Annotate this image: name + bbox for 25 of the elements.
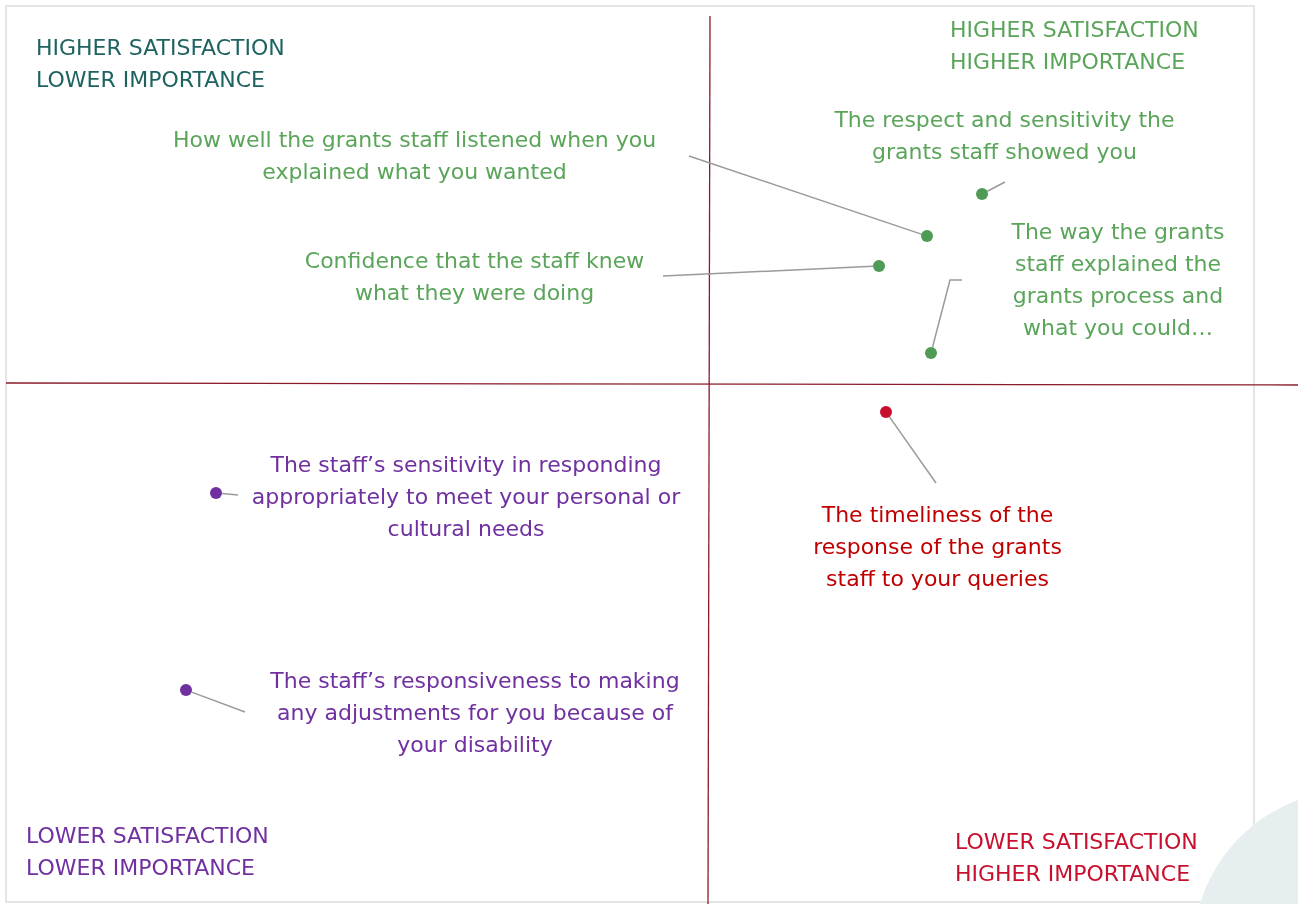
data-point: [180, 684, 192, 696]
data-point: [976, 188, 988, 200]
quadrant-label: HIGHER SATISFACTION LOWER IMPORTANCE: [36, 34, 286, 94]
point-label: The timeliness of the response of the grants staff to your queries: [795, 483, 1080, 597]
leader-line: [986, 181, 1006, 192]
data-point: [925, 347, 937, 359]
data-point: [880, 406, 892, 418]
leader-line: [662, 265, 874, 277]
leader-line: [221, 492, 239, 496]
point-label: Confidence that the staff knew what they were doing: [300, 245, 663, 311]
data-point: [210, 487, 222, 499]
leader-line: [190, 691, 246, 713]
leader-line: [688, 155, 923, 235]
point-label: How well the grants staff listened when you explained what you wanted: [172, 124, 689, 190]
data-point: [921, 230, 933, 242]
leader-line: [931, 279, 963, 348]
data-point: [873, 260, 885, 272]
leader-line: [888, 416, 937, 484]
point-label: The staff’s responsiveness to making any adjustments for you because of your disability: [245, 665, 685, 763]
point-label: The respect and sensitivity the grants staff showed you: [812, 104, 1197, 170]
quadrant-label: LOWER SATISFACTION LOWER IMPORTANCE: [26, 822, 270, 882]
point-label: The way the grants staff explained the grants process and what you could…: [962, 216, 1252, 346]
point-label: The staff’s sensitivity in responding appropriately to meet your personal or cultural needs: [238, 449, 688, 547]
quadrant-label: LOWER SATISFACTION HIGHER IMPORTANCE: [955, 828, 1199, 888]
quadrant-label: HIGHER SATISFACTION HIGHER IMPORTANCE: [950, 16, 1200, 76]
